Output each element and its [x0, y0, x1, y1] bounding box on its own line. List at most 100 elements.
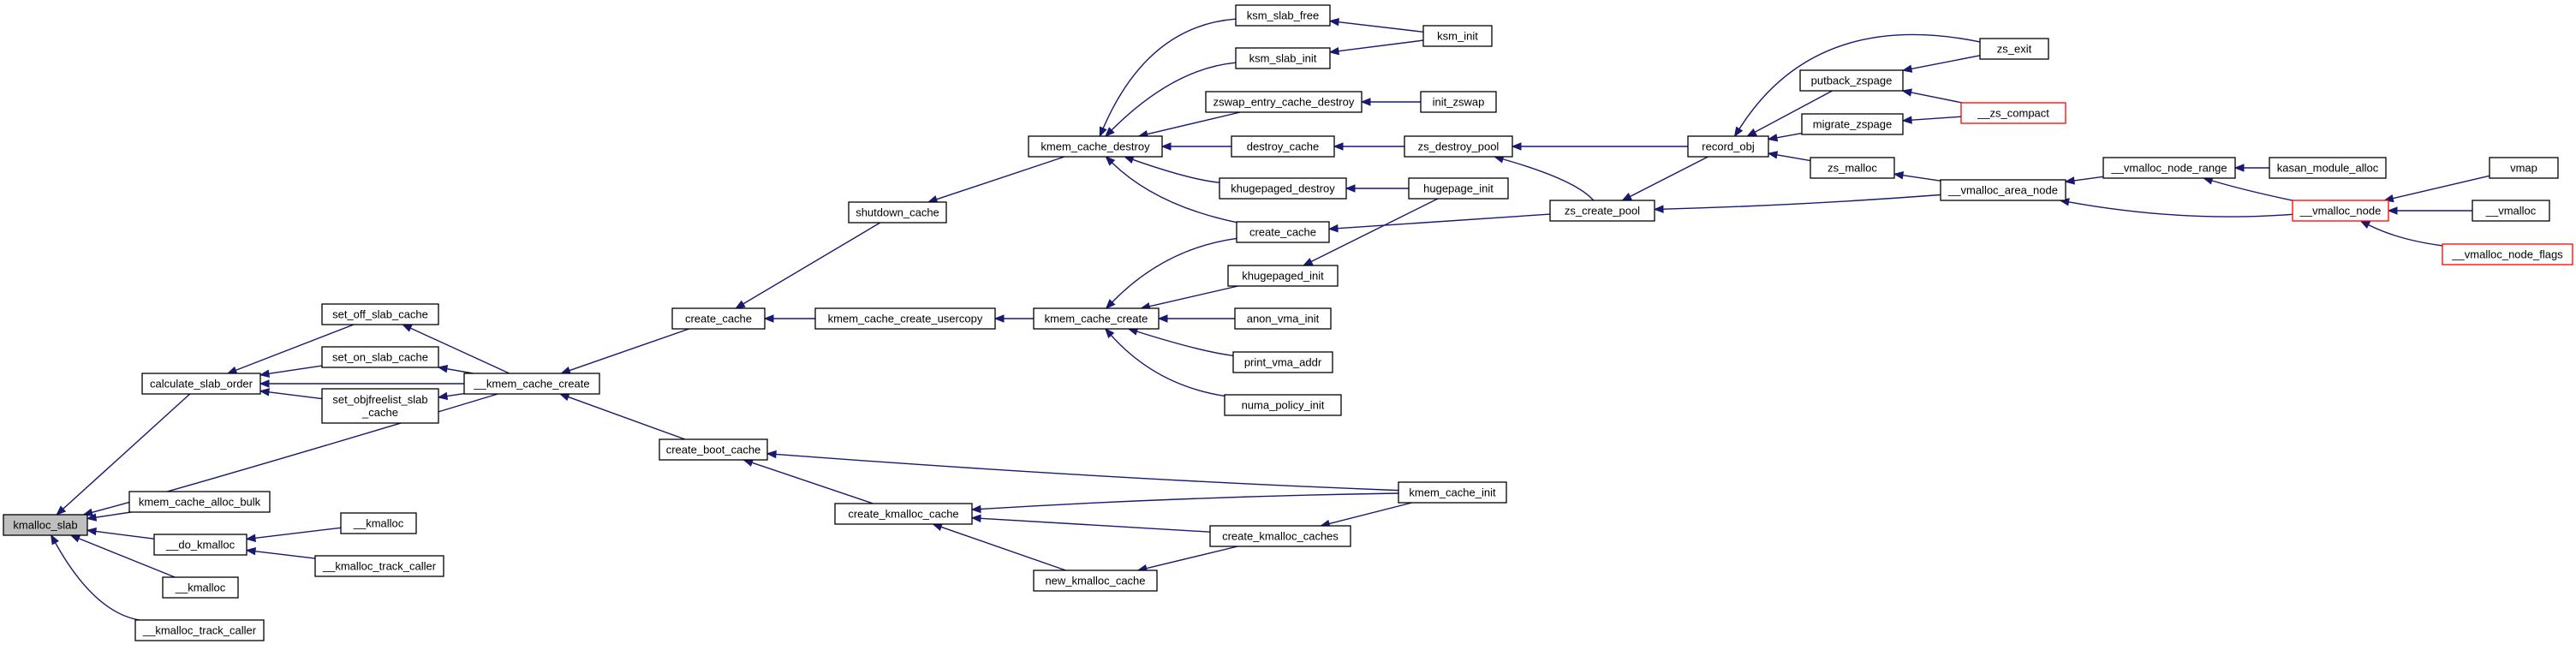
node-record-obj[interactable]: record_obj	[1687, 135, 1769, 158]
node-box[interactable]	[1799, 69, 1904, 92]
node-ksm-slab-init[interactable]: ksm_slab_init	[1235, 47, 1331, 69]
node-box[interactable]	[1810, 157, 1895, 179]
node-box[interactable]	[340, 512, 417, 534]
node-set-off-slab-cache[interactable]: set_off_slab_cache	[321, 303, 439, 325]
node-set-objfreelist-slab-cache[interactable]: set_objfreelist_slab_cache	[321, 388, 439, 424]
node-box[interactable]	[1420, 91, 1497, 113]
node-kmem-cache-create[interactable]: kmem_cache_create	[1033, 307, 1160, 330]
node-ksm-init[interactable]: ksm_init	[1422, 25, 1493, 47]
node-create-cache-zs[interactable]: create_cache	[1236, 221, 1330, 243]
node-box[interactable]	[814, 307, 996, 330]
node-kmalloc-track-caller-a[interactable]: __kmalloc_track_caller	[134, 619, 265, 641]
node-init-zswap[interactable]: init_zswap	[1420, 91, 1497, 113]
node-box[interactable]	[321, 303, 439, 325]
node-box[interactable]	[1209, 525, 1351, 547]
node-set-on-slab-cache[interactable]: set_on_slab_cache	[321, 346, 439, 368]
node-box[interactable]	[1236, 221, 1330, 243]
node-box[interactable]	[134, 619, 265, 641]
node-kmalloc-slab[interactable]: kmalloc_slab	[3, 514, 88, 536]
node-khugepaged-init[interactable]: khugepaged_init	[1227, 265, 1339, 287]
node-box[interactable]	[1234, 307, 1332, 330]
node-migrate-zspage[interactable]: migrate_zspage	[1801, 113, 1904, 135]
node-box[interactable]	[1235, 4, 1331, 27]
node-ksm-slab-free[interactable]: ksm_slab_free	[1235, 4, 1331, 27]
node-box[interactable]	[2292, 200, 2389, 222]
node-zs-create-pool[interactable]: zs_create_pool	[1549, 200, 1655, 222]
node-do-kmalloc[interactable]: __do_kmalloc	[153, 534, 247, 556]
node-box[interactable]	[1235, 47, 1331, 69]
node-vmalloc-node[interactable]: __vmalloc_node	[2292, 200, 2389, 222]
node-box[interactable]	[671, 307, 766, 330]
node-box[interactable]	[1979, 38, 2049, 60]
node-box[interactable]	[1227, 265, 1339, 287]
node-box[interactable]	[2269, 157, 2387, 179]
node-box[interactable]	[321, 346, 439, 368]
node-vmalloc-node-range[interactable]: __vmalloc_node_range	[2102, 157, 2236, 179]
node-box[interactable]	[2489, 157, 2559, 179]
node-kmem-cache-create-low[interactable]: __kmem_cache_create	[463, 373, 600, 395]
node-box[interactable]	[1404, 135, 1513, 158]
node-box[interactable]	[1232, 351, 1333, 373]
node-create-boot-cache[interactable]: create_boot_cache	[659, 438, 768, 461]
node-putback-zspage[interactable]: putback_zspage	[1799, 69, 1904, 92]
node-calculate-slab-order[interactable]: calculate_slab_order	[141, 373, 261, 395]
node-box[interactable]	[1028, 135, 1163, 158]
node-box[interactable]	[2472, 200, 2550, 222]
node-box[interactable]	[1205, 91, 1363, 113]
node-zs-malloc[interactable]: zs_malloc	[1810, 157, 1895, 179]
node-box[interactable]	[1687, 135, 1769, 158]
node-vmalloc-node-flags[interactable]: __vmalloc_node_flags	[2442, 243, 2573, 265]
node-box[interactable]	[1960, 102, 2066, 124]
node-box[interactable]	[1231, 135, 1335, 158]
node-zs-destroy-pool[interactable]: zs_destroy_pool	[1404, 135, 1513, 158]
node-create-kmalloc-cache[interactable]: create_kmalloc_cache	[834, 503, 973, 525]
node-shutdown-cache[interactable]: shutdown_cache	[848, 201, 947, 224]
node-box[interactable]	[1801, 113, 1904, 135]
node-kasan-module-alloc[interactable]: kasan_module_alloc	[2269, 157, 2387, 179]
node-new-kmalloc-cache[interactable]: new_kmalloc_cache	[1033, 569, 1158, 592]
node-box[interactable]	[1224, 394, 1342, 416]
node-zswap-entry-cache-destroy[interactable]: zswap_entry_cache_destroy	[1205, 91, 1363, 113]
node-box[interactable]	[834, 503, 973, 525]
node-box[interactable]	[3, 514, 88, 536]
node-box[interactable]	[162, 576, 239, 599]
node-destroy-cache[interactable]: destroy_cache	[1231, 135, 1335, 158]
node-create-kmalloc-caches[interactable]: create_kmalloc_caches	[1209, 525, 1351, 547]
node-numa-policy-init[interactable]: numa_policy_init	[1224, 394, 1342, 416]
node-box[interactable]	[2442, 243, 2573, 265]
node-print-vma-addr[interactable]: print_vma_addr	[1232, 351, 1333, 373]
node-kmalloc-a[interactable]: __kmalloc	[162, 576, 239, 599]
node-kmem-cache-create-usercopy[interactable]: kmem_cache_create_usercopy	[814, 307, 996, 330]
node-box[interactable]	[1033, 307, 1160, 330]
node-box[interactable]	[1219, 177, 1347, 200]
node-zs-exit[interactable]: zs_exit	[1979, 38, 2049, 60]
node-box[interactable]	[1549, 200, 1655, 222]
node-khugepaged-destroy[interactable]: khugepaged_destroy	[1219, 177, 1347, 200]
node-zs-compact[interactable]: __zs_compact	[1960, 102, 2066, 124]
node-vmalloc-area-node[interactable]: __vmalloc_area_node	[1940, 179, 2066, 201]
node-anon-vma-init[interactable]: anon_vma_init	[1234, 307, 1332, 330]
node-box[interactable]	[321, 388, 439, 424]
node-box[interactable]	[1940, 179, 2066, 201]
node-box[interactable]	[153, 534, 247, 556]
node-kmalloc-track-caller-b[interactable]: __kmalloc_track_caller	[314, 555, 444, 577]
node-kmem-cache-init[interactable]: kmem_cache_init	[1398, 481, 1507, 504]
node-box[interactable]	[2102, 157, 2236, 179]
node-hugepage-init[interactable]: hugepage_init	[1408, 177, 1509, 200]
node-box[interactable]	[659, 438, 768, 461]
node-box[interactable]	[1398, 481, 1507, 504]
node-box[interactable]	[128, 491, 271, 513]
node-box[interactable]	[463, 373, 600, 395]
node-box[interactable]	[1422, 25, 1493, 47]
node-create-cache[interactable]: create_cache	[671, 307, 766, 330]
node-vmalloc[interactable]: __vmalloc	[2472, 200, 2550, 222]
node-box[interactable]	[314, 555, 444, 577]
node-box[interactable]	[1408, 177, 1509, 200]
node-box[interactable]	[141, 373, 261, 395]
node-kmem-cache-destroy[interactable]: kmem_cache_destroy	[1028, 135, 1163, 158]
node-vmap[interactable]: vmap	[2489, 157, 2559, 179]
node-kmalloc-b[interactable]: __kmalloc	[340, 512, 417, 534]
node-kmem-cache-alloc-bulk[interactable]: kmem_cache_alloc_bulk	[128, 491, 271, 513]
node-box[interactable]	[1033, 569, 1158, 592]
node-box[interactable]	[848, 201, 947, 224]
